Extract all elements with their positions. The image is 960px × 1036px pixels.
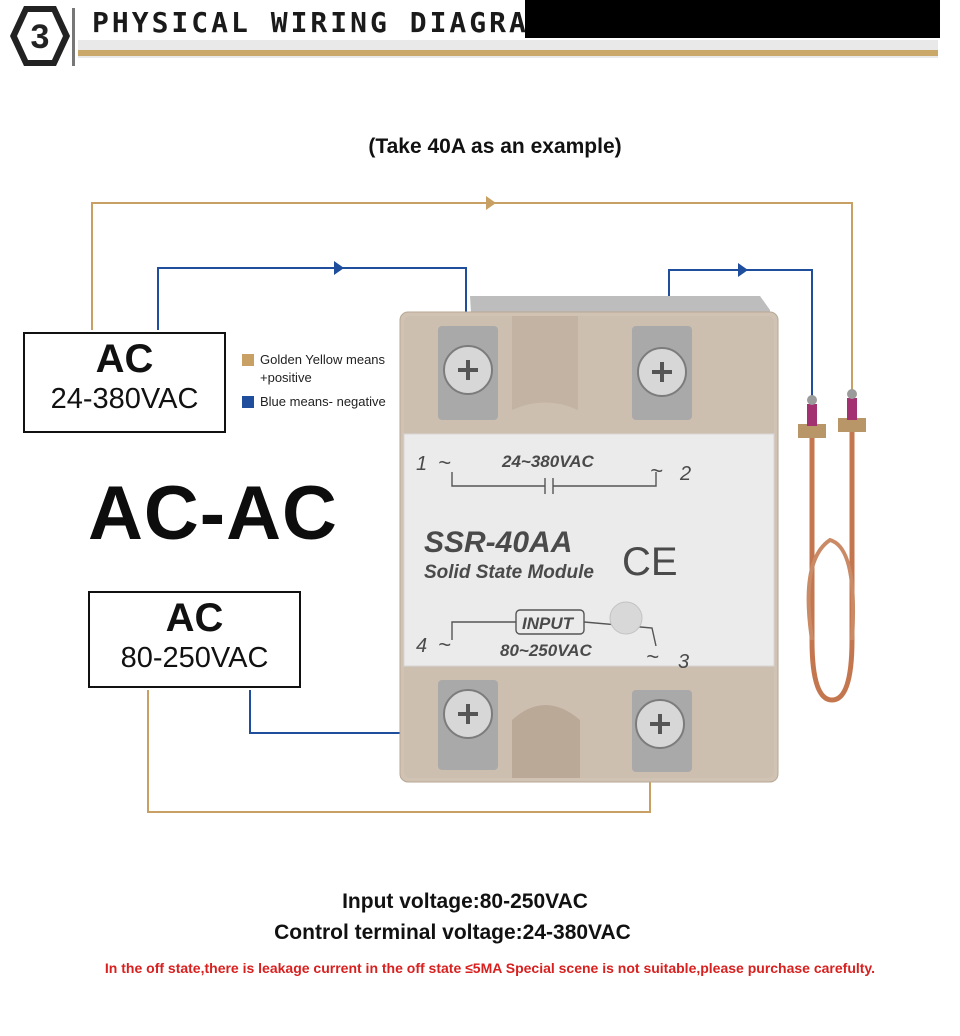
heater-element bbox=[798, 389, 866, 703]
input-circuit-line bbox=[451, 621, 657, 647]
gold-swatch bbox=[242, 354, 254, 366]
load-source-box: AC 24-380VAC bbox=[23, 332, 226, 433]
control-source-range: 80-250VAC bbox=[120, 642, 269, 674]
mode-label: AC-AC bbox=[88, 471, 338, 556]
banner-gold-stripe bbox=[78, 50, 938, 56]
load-terminals-label: 24~380VAC bbox=[501, 452, 595, 471]
legend-item-blue: Blue means- negative bbox=[242, 393, 386, 411]
legend-item-gold: Golden Yellow means +positive bbox=[242, 351, 386, 387]
relay-model: SSR-40AA bbox=[424, 526, 572, 559]
terminal-label-1: 1 bbox=[416, 453, 427, 475]
terminal-label-4: 4 bbox=[416, 635, 427, 657]
page-title: PHYSICAL WIRING DIAGRA bbox=[92, 6, 529, 39]
wire-color-legend: Golden Yellow means +positive Blue means… bbox=[242, 351, 386, 411]
ac-symbol-2: ~ bbox=[650, 458, 663, 483]
ac-symbol-3: ~ bbox=[646, 644, 659, 669]
control-source-type: AC bbox=[165, 596, 224, 640]
load-source-type: AC bbox=[95, 337, 154, 381]
leakage-warning: In the off state,there is leakage curren… bbox=[104, 960, 876, 976]
legend-gold-line1: Golden Yellow means bbox=[260, 352, 386, 367]
blue-wire-control bbox=[249, 690, 462, 734]
terminal-screw-2 bbox=[632, 326, 692, 420]
legend-blue-line1: Blue means- negative bbox=[260, 394, 386, 409]
blue-wire-source bbox=[157, 261, 467, 340]
gold-wire-top bbox=[91, 196, 853, 400]
terminal-screw-1 bbox=[438, 326, 498, 420]
ac-symbol-1: ~ bbox=[438, 450, 451, 475]
input-voltage-text: Input voltage:80-250VAC bbox=[342, 890, 588, 913]
ssr-relay: 1 ~ 24~380VAC ~ 2 SSR-40AA Solid State M… bbox=[399, 296, 779, 783]
header-banner: 3 PHYSICAL WIRING DIAGRA bbox=[0, 0, 960, 70]
status-led bbox=[609, 601, 643, 635]
badge-number: 3 bbox=[31, 18, 50, 56]
blue-swatch bbox=[242, 396, 254, 408]
banner-black-bar bbox=[525, 0, 940, 38]
terminal-label-3: 3 bbox=[678, 651, 689, 673]
input-range-label: 80~250VAC bbox=[500, 641, 593, 660]
terminal-screw-4 bbox=[438, 680, 498, 770]
control-source-box: AC 80-250VAC bbox=[88, 591, 301, 688]
relay-description: Solid State Module bbox=[424, 562, 594, 583]
ac-symbol-4: ~ bbox=[438, 632, 451, 657]
terminal-label-2: 2 bbox=[679, 463, 691, 485]
section-badge-icon: 3 bbox=[10, 6, 75, 66]
example-caption: (Take 40A as an example) bbox=[368, 135, 622, 158]
control-voltage-text: Control terminal voltage:24-380VAC bbox=[274, 921, 631, 944]
load-switch-symbol bbox=[451, 472, 657, 494]
load-source-range: 24-380VAC bbox=[50, 383, 199, 415]
ce-mark: CE bbox=[622, 540, 678, 584]
terminal-screw-3 bbox=[632, 690, 692, 772]
legend-gold-line2: +positive bbox=[260, 370, 312, 385]
input-label: INPUT bbox=[522, 614, 575, 633]
